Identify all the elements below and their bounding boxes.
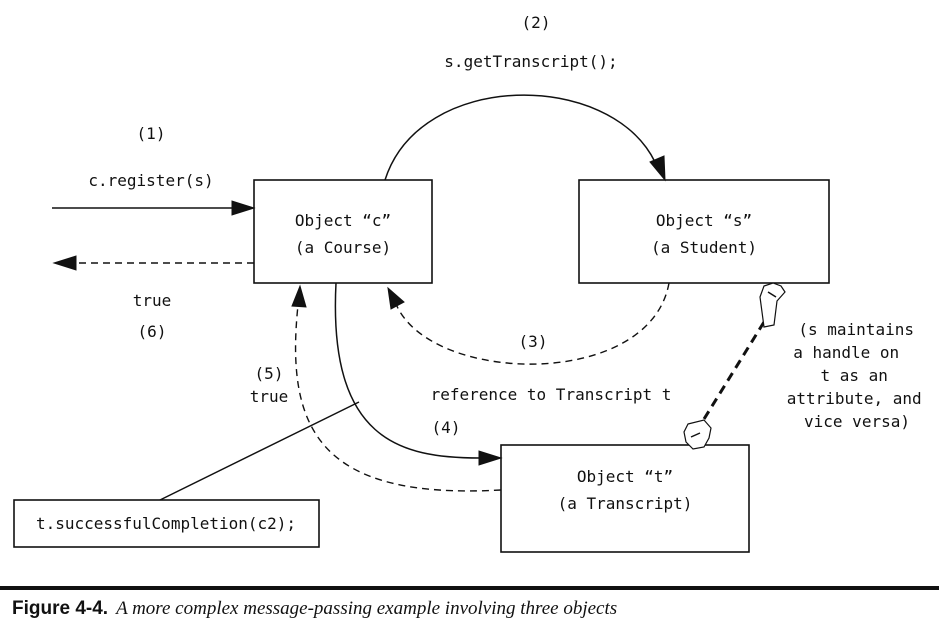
successful-completion-arrowhead: [478, 450, 503, 466]
return-3-value-label: reference to Transcript t: [431, 385, 672, 404]
step-6-label: (6): [138, 322, 167, 341]
object-t-type: (a Transcript): [558, 494, 693, 513]
callout-pointer-line: [159, 401, 360, 501]
return-3-arrowhead: [387, 286, 405, 310]
return-5-value-label: true: [250, 387, 289, 406]
handle-note: (s maintains a handle on t as an attribu…: [787, 320, 932, 431]
handle-note-line-4: attribute, and: [787, 389, 922, 408]
successful-completion-arrow-line: [334, 282, 481, 459]
figure-caption-text: A more complex message-passing example i…: [116, 598, 618, 619]
message-passing-diagram: Object “c” (a Course) Object “s” (a Stud…: [13, 13, 932, 553]
figure-caption-label: Figure 4-4.: [12, 598, 109, 619]
object-t-box[interactable]: Object “t” (a Transcript): [500, 444, 750, 553]
handle-note-line-2: a handle on: [793, 343, 899, 362]
object-s-box[interactable]: Object “s” (a Student): [578, 179, 830, 284]
get-transcript-arrow-line: [384, 94, 656, 181]
return-6-value-label: true: [133, 291, 172, 310]
hand-icon-s: [759, 282, 786, 328]
hand-icon-t: [683, 419, 712, 450]
callout-text: t.successfulCompletion(c2);: [36, 514, 296, 533]
return-3-arrow-line: [395, 282, 670, 365]
object-s-type: (a Student): [651, 238, 757, 257]
step-3-label: (3): [519, 332, 548, 351]
register-arrowhead: [231, 200, 256, 216]
object-t-name: Object “t”: [577, 467, 673, 486]
return-6-arrowhead: [52, 255, 77, 271]
get-transcript-message-label: s.getTranscript();: [444, 52, 617, 71]
object-c-type: (a Course): [295, 238, 391, 257]
object-s-name: Object “s”: [656, 211, 752, 230]
register-message-label: c.register(s): [88, 171, 213, 190]
get-transcript-arrowhead: [649, 155, 666, 182]
handle-note-line-3: t as an: [820, 366, 887, 385]
step-2-label: (2): [522, 13, 551, 32]
handle-note-line-1: (s maintains: [798, 320, 914, 339]
object-c-name: Object “c”: [295, 211, 391, 230]
return-5-arrow-line: [294, 304, 502, 492]
return-5-arrowhead: [291, 284, 307, 308]
handle-note-line-5: vice versa): [804, 412, 910, 431]
step-4-label: (4): [432, 418, 461, 437]
step-1-label: (1): [137, 124, 166, 143]
caption-divider: [0, 586, 939, 590]
callout-box: t.successfulCompletion(c2);: [13, 499, 320, 548]
figure-caption: Figure 4-4. A more complex message-passin…: [12, 598, 617, 620]
handle-link-line: [694, 321, 766, 433]
step-5-label: (5): [255, 364, 284, 383]
object-c-box[interactable]: Object “c” (a Course): [253, 179, 433, 284]
